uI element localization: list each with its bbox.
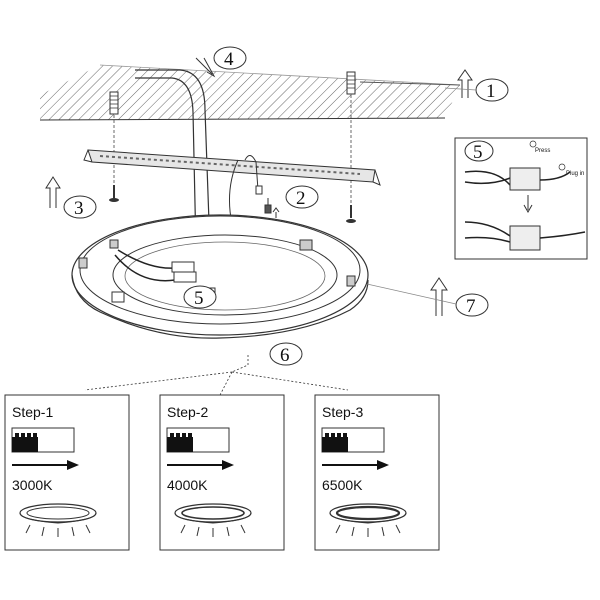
svg-text:7: 7 (466, 296, 476, 317)
svg-text:5: 5 (194, 288, 204, 309)
callout-6: 6 (269, 342, 303, 366)
step-box-1: Step-1 3000K (4, 394, 130, 551)
ceiling (39, 64, 461, 121)
wall-plug-left (109, 91, 119, 115)
right-arrow-icon (12, 460, 79, 470)
svg-text:6: 6 (280, 345, 290, 366)
svg-text:1: 1 (486, 81, 496, 102)
color-temperature-label: 6500K (322, 477, 363, 493)
wall-plug-right (346, 71, 356, 95)
connector-detail-inset: 5 Press Plug in (454, 137, 588, 260)
arrow-up-3-icon (45, 176, 61, 208)
step-title: Step-1 (12, 404, 53, 420)
svg-text:2: 2 (296, 188, 306, 209)
color-temperature-label: 3000K (12, 477, 53, 493)
screw-left (109, 185, 119, 202)
lamp-glow-icon (174, 503, 252, 537)
right-arrow-icon (167, 460, 234, 470)
right-arrow-icon (322, 460, 389, 470)
arrow-up-1-icon (457, 69, 473, 98)
step-box-3: Step-3 6500K (314, 394, 440, 551)
callout-5: 5 (183, 285, 217, 309)
screw-right (346, 205, 356, 223)
mounting-bracket (83, 149, 381, 186)
svg-text:3: 3 (74, 198, 84, 219)
step-title: Step-3 (322, 404, 363, 420)
step-title: Step-2 (167, 404, 208, 420)
wall-switch-icon (11, 427, 75, 453)
svg-text:Press: Press (535, 148, 550, 154)
lamp-fixture (71, 214, 369, 339)
callout-7: 7 (455, 293, 489, 317)
callout-1: 1 (475, 78, 509, 102)
step-box-2: Step-2 4000K (159, 394, 285, 551)
lamp-glow-icon (19, 503, 97, 537)
power-cable (135, 57, 216, 251)
callout-2: 2 (285, 185, 319, 209)
callout-3: 3 (63, 195, 97, 219)
callout-4: 4 (213, 46, 247, 70)
arrow-up-7-icon (430, 277, 448, 316)
lamp-glow-icon (329, 503, 407, 537)
svg-text:Plug in: Plug in (566, 171, 584, 177)
step-boxes: Step-1 3000K Step-2 4000K Step-3 6500K (4, 394, 440, 551)
svg-text:5: 5 (473, 142, 483, 163)
step-leader-lines (84, 355, 349, 396)
svg-text:4: 4 (224, 49, 234, 70)
color-temperature-label: 4000K (167, 477, 208, 493)
wall-switch-icon (321, 427, 385, 453)
wall-switch-icon (166, 427, 230, 453)
